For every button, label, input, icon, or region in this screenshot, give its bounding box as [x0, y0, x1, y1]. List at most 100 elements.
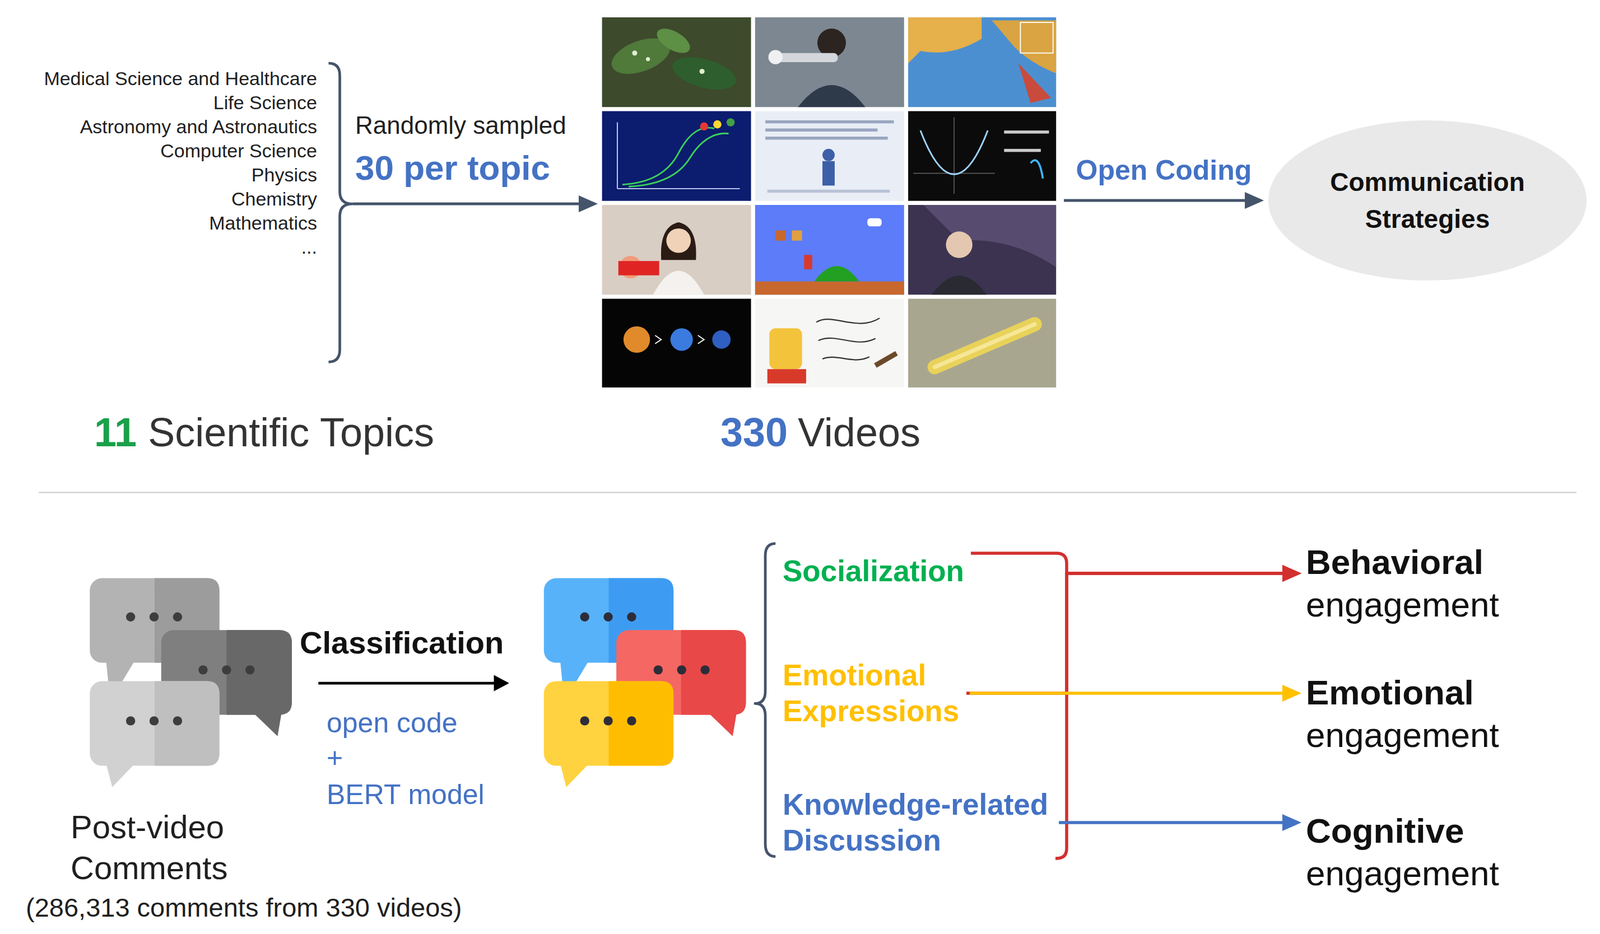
topic-list: 11Scientific TopicsMedical Science and H… — [22, 60, 353, 453]
ellipse-shape — [1268, 120, 1587, 281]
gray-comment-icon — [126, 716, 136, 726]
video-thumbnails — [767, 189, 891, 193]
colored-comment-icon — [608, 681, 674, 766]
topic-list-text: Scientific Topics — [147, 408, 435, 457]
video-thumbnails — [602, 17, 1057, 388]
connector-arrow — [1058, 821, 1296, 825]
video-thumbnails — [913, 117, 995, 194]
strategy-ellipse-text: Communication Strategies — [1304, 163, 1551, 238]
topic-brace — [328, 63, 353, 363]
gray-comment-icon — [226, 630, 292, 715]
video-thumbnails — [622, 127, 715, 185]
category-brace — [755, 543, 776, 858]
video-thumbnails — [617, 122, 741, 189]
topic-list-text: ... — [301, 235, 318, 259]
colored-comment-icon — [677, 665, 687, 675]
topic-list-text: Medical Science and Healthcare — [43, 67, 318, 90]
comment-source: Post-video Comments(286,313 comments fro… — [22, 806, 482, 928]
video-thumbnails — [618, 261, 660, 276]
video-thumbnails — [628, 133, 729, 187]
section-divider — [38, 492, 1577, 494]
video-thumbnails — [934, 324, 1035, 367]
gray-comment-icon — [149, 716, 159, 726]
method-note: BERT model — [326, 778, 485, 812]
comment-source-text: Post-video Comments — [70, 806, 256, 889]
engagement-type-text: Emotional — [1305, 671, 1474, 715]
video-thumbnails — [867, 218, 882, 227]
colored-comment-icon — [543, 578, 747, 788]
engagement-type: Behavioralengagement — [1305, 541, 1504, 627]
video-thumbnails — [991, 20, 1057, 74]
video-thumbnails — [755, 110, 905, 201]
video-thumbnails — [602, 299, 752, 388]
topic-count-row: 11Scientific Topics — [94, 408, 435, 457]
video-thumbnails — [602, 17, 752, 108]
video-thumbnails — [797, 85, 865, 108]
gray-comment-icon — [253, 713, 282, 737]
video-thumbnails — [873, 351, 898, 369]
section-divider — [38, 492, 1577, 494]
topic-list-text: Computer Science — [160, 139, 318, 162]
topic-brace — [328, 63, 353, 363]
connector-arrow — [970, 553, 1296, 574]
video-thumbnails — [713, 120, 722, 129]
video-thumbnails — [817, 28, 846, 58]
comment-category-text: Knowledge-related Discussion — [782, 787, 1050, 859]
video-thumbnails — [602, 110, 752, 201]
video-count-row: 330Videos — [720, 408, 921, 457]
video-thumbnails — [765, 128, 878, 132]
video-thumbnails — [765, 120, 895, 124]
video-thumbnails — [755, 205, 905, 295]
video-thumbnails — [668, 50, 740, 96]
colored-comment-icon — [560, 764, 589, 788]
video-thumbnails — [934, 324, 1035, 367]
colored-comment-icon — [681, 630, 747, 715]
video-thumbnails — [755, 17, 905, 108]
colored-comment-icon — [700, 665, 710, 675]
gray-comment-icon — [221, 665, 231, 675]
gray-comment-icon — [89, 681, 220, 766]
video-thumbnails — [931, 276, 987, 296]
comment-category: Emotional Expressions — [782, 657, 965, 730]
colored-comment-icon — [708, 713, 737, 737]
engagement-type: Cognitiveengagement — [1305, 810, 1504, 896]
comment-category: Socialization — [782, 553, 969, 590]
method-note: open code — [326, 706, 458, 741]
colored-comment-icon — [579, 716, 589, 726]
engagement-type-text: engagement — [1305, 714, 1500, 757]
colored-comment-icon — [626, 716, 636, 726]
gray-comment-icon — [89, 578, 292, 788]
video-thumbnails — [791, 230, 802, 241]
colored-comment-icon — [543, 681, 674, 766]
gray-comment-icon — [154, 681, 220, 766]
video-thumbnails — [661, 222, 697, 260]
comment-category-text: Emotional Expressions — [782, 657, 961, 730]
colored-comment-icon — [579, 612, 589, 622]
comment-category-text: Socialization — [782, 553, 966, 590]
video-thumbnails — [755, 299, 905, 388]
colored-comment-icon — [626, 612, 636, 622]
gray-comment-icon — [149, 612, 159, 622]
video-thumbnails — [623, 326, 650, 353]
video-thumbnails — [908, 205, 1057, 295]
video-thumbnails — [1003, 130, 1049, 134]
edge-label: Open Coding — [1076, 153, 1253, 188]
video-thumbnails — [775, 230, 786, 241]
video-thumbnails — [814, 266, 860, 282]
topic-list-text: Life Science — [213, 91, 318, 114]
connector-arrow — [1055, 573, 1296, 859]
video-thumbnails — [923, 205, 1057, 268]
video-thumbnails — [908, 299, 1057, 388]
video-thumbnails — [645, 57, 650, 62]
gray-comment-icon — [198, 665, 208, 675]
video-thumbnails — [908, 17, 982, 64]
video-thumbnails — [767, 369, 807, 384]
video-thumbnails — [726, 118, 736, 127]
video-thumbnails — [945, 231, 972, 258]
video-thumbnails — [1020, 22, 1053, 54]
topic-list-text: Chemistry — [231, 187, 318, 211]
video-thumbnails — [699, 68, 705, 74]
video-thumbnails — [920, 130, 988, 175]
video-thumbnails — [700, 122, 709, 132]
